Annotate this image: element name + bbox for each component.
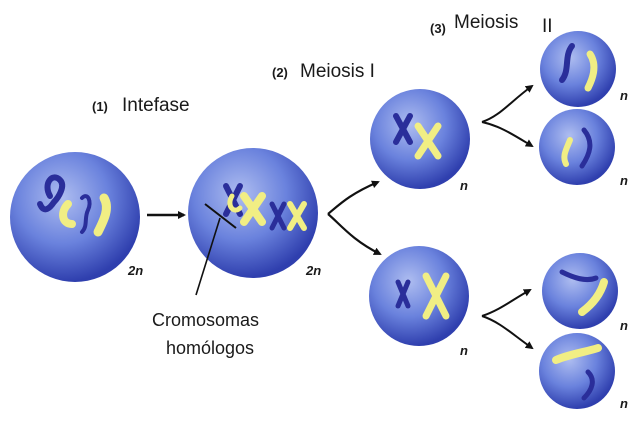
pointer-line xyxy=(195,217,221,296)
homologous-pointer xyxy=(195,203,237,296)
cell-meiosis-2-2: n xyxy=(539,109,628,188)
chromosome-yellow-x xyxy=(422,272,450,320)
cell-body xyxy=(539,333,615,409)
cell-body xyxy=(10,152,140,282)
chromosome-yellow-small xyxy=(227,193,243,213)
chromosome-yellow xyxy=(584,50,598,92)
ploidy-label-2n: 2n xyxy=(305,263,321,278)
cell-body xyxy=(542,253,618,329)
chromosome-blue-x-small xyxy=(269,201,287,231)
chromosome-blue-x xyxy=(393,113,413,145)
arrow-down-right xyxy=(481,121,534,148)
cell-body xyxy=(540,31,616,107)
stage-title-meiosis-2-suffix: II xyxy=(542,16,553,37)
arrow-down-right xyxy=(327,213,382,255)
split-arrows-meiosis-1 xyxy=(327,180,382,255)
arrow-up-right xyxy=(481,84,534,123)
chromosome-blue xyxy=(559,269,599,283)
stage-number-2: (2) xyxy=(272,65,288,80)
chromosome-yellow-x xyxy=(414,122,442,160)
chromosome-blue xyxy=(559,43,575,83)
chromosome-yellow xyxy=(552,344,602,364)
chromosome-yellow-long xyxy=(93,193,111,237)
ploidy-label-n: n xyxy=(620,173,628,188)
stage-title-meiosis-2: Meiosis xyxy=(454,12,518,33)
split-arrows-meiosis-2-bottom xyxy=(481,289,534,350)
chromosome-blue xyxy=(581,369,595,401)
chromosome-yellow-x-small xyxy=(287,201,307,231)
stage-label-meiosis-2: (3) Meiosis II xyxy=(430,12,553,37)
chromosome-yellow-x xyxy=(240,192,266,226)
chromosome-blue xyxy=(37,174,66,213)
annotation-line-1: Cromosomas xyxy=(152,310,259,330)
chromosomes xyxy=(223,183,307,231)
cell-meiosis-2-3: n xyxy=(542,253,628,333)
cell-meiosis-1-top: n xyxy=(370,89,470,193)
cell-meiosis-1-bottom: n xyxy=(369,246,469,358)
chromosome-blue-x xyxy=(395,279,411,309)
ploidy-label-n: n xyxy=(620,318,628,333)
stage-title-interphase: Intefase xyxy=(122,95,190,116)
stage-number-1: (1) xyxy=(92,99,108,114)
annotation-line-2: homólogos xyxy=(166,338,254,358)
chromosome-yellow xyxy=(578,278,608,316)
chromosome-blue-small xyxy=(80,194,92,234)
stage-label-meiosis-1: (2) Meiosis I xyxy=(272,61,375,82)
ploidy-label-n: n xyxy=(460,343,468,358)
cell-meiosis-1: 2n xyxy=(188,148,321,278)
ploidy-label-n: n xyxy=(620,396,628,411)
arrow-up-right xyxy=(481,289,532,317)
stage-number-3: (3) xyxy=(430,21,446,36)
ploidy-label-n: n xyxy=(620,88,628,103)
stage-label-interphase: (1) Intefase xyxy=(92,95,190,116)
bracket-line xyxy=(204,203,237,229)
ploidy-label-n: n xyxy=(460,178,468,193)
split-arrows-meiosis-2-top xyxy=(481,84,534,148)
chromosome-yellow xyxy=(561,137,573,167)
cell-body xyxy=(369,246,469,346)
cell-body xyxy=(539,109,615,185)
arrow-up-right xyxy=(327,180,380,215)
cell-interphase: 2n xyxy=(10,152,143,282)
cell-meiosis-2-4: n xyxy=(539,333,628,411)
cell-body xyxy=(370,89,470,189)
cell-meiosis-2-1: n xyxy=(540,31,628,107)
chromosomes xyxy=(37,174,111,237)
ploidy-label-2n: 2n xyxy=(127,263,143,278)
chromosome-blue xyxy=(579,127,593,169)
arrow-down-right xyxy=(481,315,534,350)
chromosome-yellow xyxy=(59,200,76,228)
stage-title-meiosis-1: Meiosis I xyxy=(300,61,375,82)
